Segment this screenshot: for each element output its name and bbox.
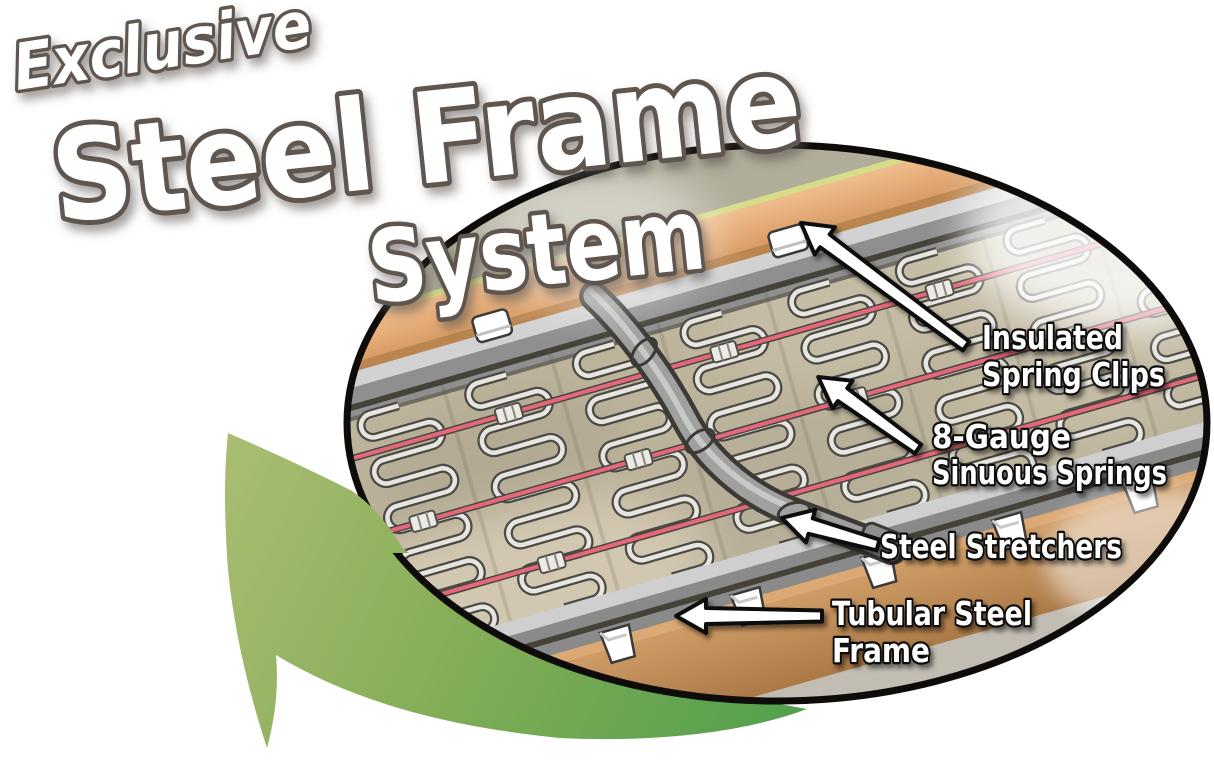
bottom-steel-rail-groove bbox=[347, 416, 1207, 701]
label-sinuous-springs-line1: 8-Gauge bbox=[932, 417, 1071, 456]
callout-labels: Insulated Spring Clips 8-Gauge Sinuous S… bbox=[830, 316, 1170, 673]
photo-glow bbox=[485, 168, 715, 308]
label-tubular-steel-frame-line1: Tubular Steel bbox=[832, 594, 1032, 633]
bottom-wood-edge bbox=[347, 433, 1207, 701]
arrow-to-spring-clip-icon bbox=[798, 220, 972, 353]
label-insulated-spring-clips-line2: Spring Clips bbox=[982, 355, 1165, 394]
oval-border bbox=[343, 141, 1211, 705]
callout-arrows bbox=[674, 220, 972, 635]
upper-fabric-band bbox=[347, 145, 1207, 351]
arrow-to-sinuous-springs-icon bbox=[816, 375, 924, 456]
label-tubular-steel-frame-line2: Frame bbox=[832, 631, 930, 670]
label-insulated-spring-clips-line1: Insulated bbox=[982, 318, 1123, 357]
arrow-to-tubular-frame-icon bbox=[674, 597, 824, 635]
arrow-to-steel-stretcher-icon bbox=[779, 507, 882, 553]
label-steel-stretchers: Steel Stretchers bbox=[880, 527, 1122, 566]
label-sinuous-springs-line2: Sinuous Springs bbox=[932, 453, 1167, 492]
wood-highlight-edge bbox=[347, 145, 1207, 355]
bottom-steel-rail-top bbox=[347, 391, 1207, 689]
